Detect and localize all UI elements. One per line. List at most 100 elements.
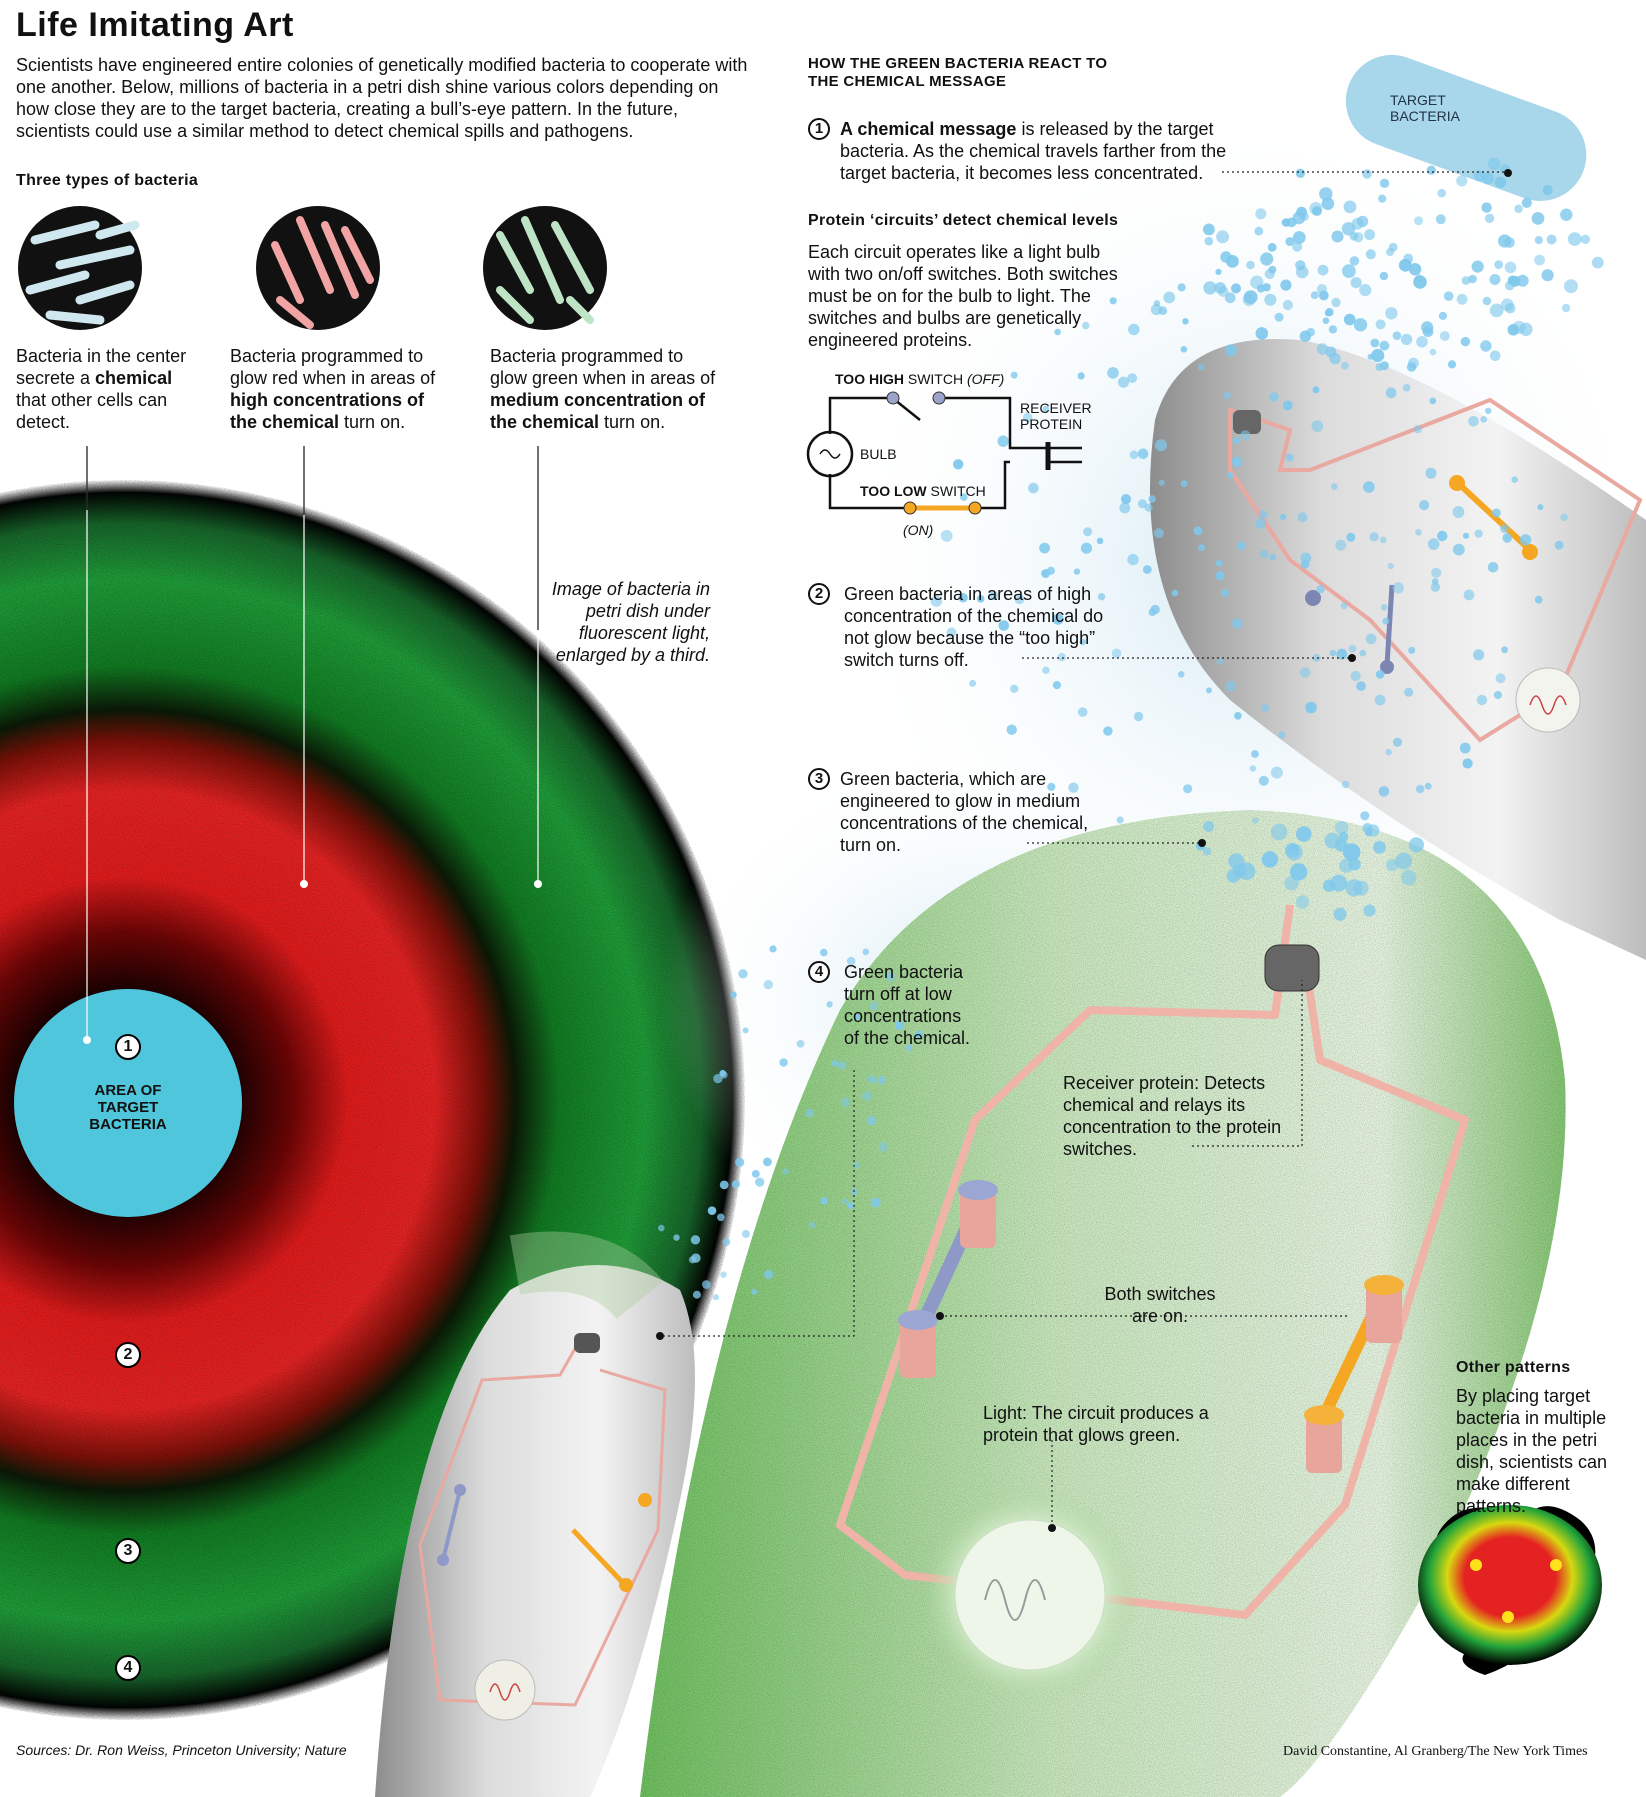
chemical-particle (1137, 448, 1149, 460)
target-bacteria-label: TARGET BACTERIA (1390, 92, 1461, 124)
chemical-particle (796, 1039, 805, 1048)
chemical-particle (1154, 528, 1164, 539)
step-1: 1 A chemical message is released by the … (808, 118, 1258, 184)
chemical-particle (1264, 293, 1277, 306)
chemical-particle (1280, 279, 1292, 291)
chemical-particle (1340, 361, 1349, 370)
chemical-particle (1462, 758, 1473, 769)
chemical-particle (1215, 571, 1225, 581)
chemical-particle (862, 948, 870, 956)
chemical-particle (1261, 851, 1279, 868)
chemical-particle (1554, 540, 1564, 550)
chemical-particle (1531, 212, 1545, 225)
chemical-particle (1280, 514, 1287, 521)
chemical-particle (1282, 299, 1293, 311)
chemical-particle (1312, 386, 1320, 394)
chemical-particle (1392, 582, 1404, 594)
chemical-particle (1371, 348, 1385, 363)
chemical-particle (1388, 242, 1398, 252)
chemical-particle (1329, 649, 1337, 657)
chemical-particle (1155, 439, 1167, 452)
chemical-particle (692, 1290, 701, 1299)
chemical-particle (1341, 780, 1350, 789)
chemical-particle (1010, 371, 1018, 379)
chemical-particle (1254, 226, 1264, 236)
chemical-particle (1392, 737, 1403, 747)
chemical-particle (1408, 646, 1416, 654)
chemical-particle (1324, 310, 1332, 317)
chemical-particle (1083, 527, 1093, 537)
chemical-particle (1392, 331, 1402, 341)
chemical-particle (1408, 837, 1424, 853)
chemical-particle (1362, 169, 1372, 179)
chemical-particle (1456, 293, 1468, 305)
chemical-particle (1231, 456, 1243, 468)
chemical-particle (1224, 344, 1237, 357)
chemical-particle (958, 593, 968, 603)
chemical-particle (1236, 541, 1246, 551)
chemical-particle (905, 1044, 913, 1052)
chemical-particle (720, 1271, 727, 1278)
chemical-particle (1402, 383, 1411, 392)
chemical-particle (1096, 537, 1104, 545)
chemical-particle (1039, 542, 1050, 554)
chemical-particle (1225, 680, 1237, 692)
chemical-particle (862, 1091, 872, 1101)
chemical-particle (1343, 313, 1356, 326)
chemical-particle (1133, 711, 1144, 722)
target-area-label: AREA OF TARGET BACTERIA (89, 1082, 167, 1133)
chemical-particle (1260, 252, 1274, 266)
chemical-particle (1046, 566, 1055, 575)
chemical-particle (1310, 291, 1319, 300)
chemical-particle (1403, 253, 1414, 264)
chemical-particle (1322, 317, 1330, 325)
chemical-particle (1348, 644, 1357, 653)
dish-caption: Image of bacteria in petri dish under fl… (551, 579, 710, 665)
chemical-particle (1246, 260, 1255, 270)
react-heading: HOW THE GREEN BACTERIA REACT TO THE CHEM… (808, 55, 1108, 90)
chemical-particle (1116, 816, 1124, 824)
chemical-particle (1318, 290, 1329, 301)
chemical-particle (1452, 543, 1465, 556)
chemical-particle (1206, 687, 1212, 694)
chemical-particle (1142, 565, 1152, 574)
chemical-particle (1028, 482, 1039, 494)
other-pattern-image (1418, 1505, 1602, 1675)
chemical-particle (1282, 400, 1293, 411)
step-2-number: 2 (808, 583, 830, 605)
chemical-particle (1463, 589, 1475, 601)
chemical-particle (1382, 617, 1390, 625)
dish-number-3: 3 (115, 1538, 141, 1564)
chemical-particle (1461, 276, 1471, 285)
chemical-particle (1316, 585, 1325, 594)
chemical-particle (1249, 765, 1257, 772)
chemical-particle (1120, 494, 1132, 505)
chemical-particle (1413, 425, 1422, 434)
chemical-particle (1401, 870, 1417, 886)
chemical-particle (1346, 532, 1356, 542)
chemical-particle (1270, 823, 1288, 841)
chemical-particle (1375, 319, 1386, 330)
chemical-particle (1419, 500, 1430, 511)
chemical-particle (1150, 304, 1162, 316)
chemical-particle (1474, 529, 1483, 538)
intro-text: Scientists have engineered entire coloni… (16, 55, 748, 141)
target-bacteria-capsule (1345, 54, 1587, 201)
chemical-particle (1264, 268, 1275, 280)
bulb-label: BULB (860, 446, 897, 462)
chemical-particle (1334, 820, 1349, 835)
chemical-particle (1226, 868, 1241, 883)
chemical-particle (1119, 502, 1131, 514)
chemical-particle (930, 595, 943, 607)
light-callout: Light: The circuit produces a protein th… (983, 1403, 1209, 1445)
chemical-particle (1369, 532, 1379, 542)
chemical-particle (1180, 346, 1188, 353)
chemical-particle (867, 1075, 876, 1084)
chemical-particle (658, 1224, 665, 1232)
other-patterns-text: By placing target bacteria in multiple p… (1456, 1386, 1608, 1516)
chemical-particle (1342, 264, 1356, 278)
chemical-particle (779, 1058, 788, 1067)
chemical-particle (1319, 187, 1333, 201)
chemical-particle (1415, 529, 1422, 536)
chemical-particle (1057, 653, 1066, 662)
